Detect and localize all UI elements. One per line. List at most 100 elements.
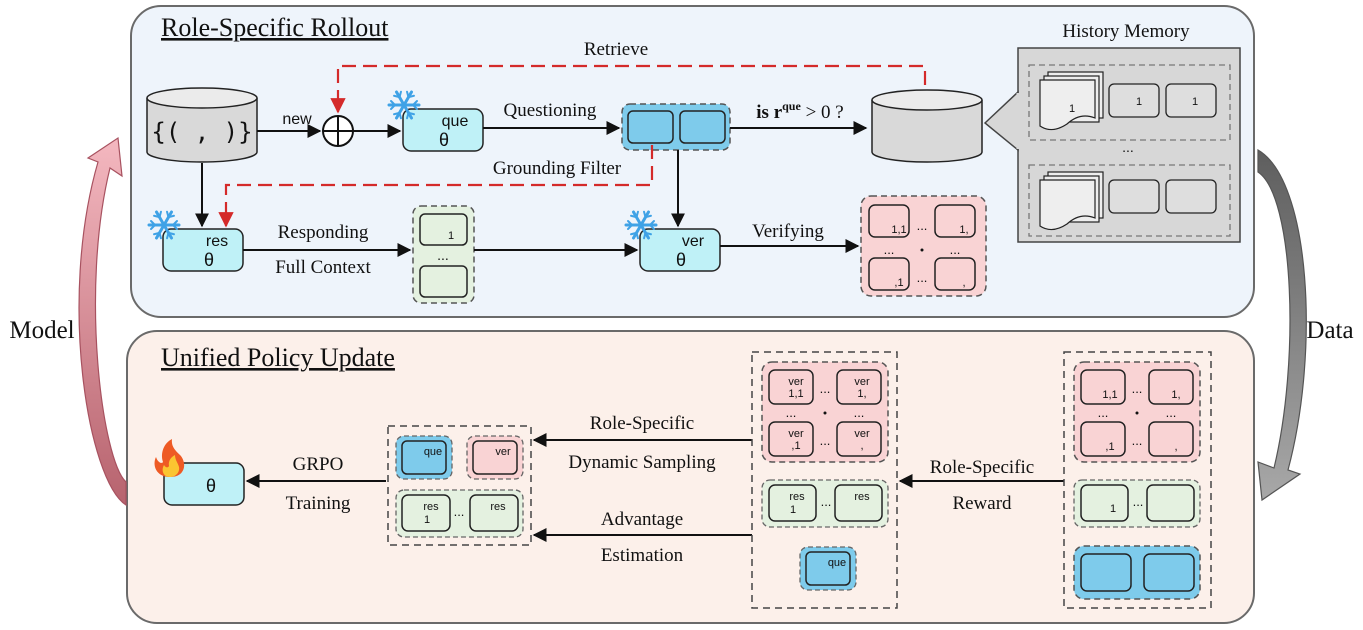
verify-cell-label: ,1 [894,277,903,289]
batch-res-role: res [490,501,506,513]
reward-ver-ellipsis: ... [1132,433,1143,448]
batch-ver-role: ver [495,446,511,458]
verify-grid-ellipsis: ... [950,242,961,257]
verify-cell-label: 1, [959,224,968,236]
full-context-label: Full Context [275,257,371,278]
policy-res-role: res [206,233,228,250]
verify-grid-ellipsis: ... [917,270,928,285]
sampled-res-ellipsis: ... [821,494,832,509]
flame-icon [154,439,185,477]
questioning-label: Questioning [504,100,597,121]
policy-que-theta: θ [439,130,449,150]
trained-policy: θ [163,462,245,506]
dataset-tuple: {( , )} [151,118,252,146]
advantage-label: Advantage [601,509,683,530]
sampled-ver-ellipsis: ... [854,405,865,420]
estimation-label: Estimation [601,545,684,566]
policy-que: que θ [402,108,484,152]
training-batch: que ver res 1 ... res [387,425,532,546]
rollout-title: Role-Specific Rollout [161,13,389,42]
verify-grid-ellipsis: ... [917,218,928,233]
policy-res-theta: θ [204,250,214,270]
sampled-ver-sub: ,1 [791,440,800,452]
frozen-snowflake-icon [624,210,658,240]
update-title: Unified Policy Update [161,343,395,372]
model-label: Model [9,317,74,344]
responses-ellipsis: ... [437,247,449,263]
batch-ellipsis: ... [454,504,465,519]
reward-ver-ellipsis: ... [1132,381,1143,396]
reward-ver-ellipsis: ... [1166,405,1177,420]
policy-res: res θ [162,228,244,272]
new-label: new [282,111,312,128]
sampled-ver-role: ver [788,428,804,440]
data-feedback-arrow [1257,148,1307,502]
sampled-ver-ellipsis: ... [786,405,797,420]
frozen-snowflake-icon [147,210,181,240]
retrieve-label: Retrieve [584,39,648,60]
verify-grid-ellipsis: ... [884,242,895,257]
verifying-label: Verifying [752,221,824,242]
sampled-res-role: res [789,491,805,503]
memory-query-sub: 1 [1136,96,1142,108]
dynamic-sampling-label: Dynamic Sampling [568,452,716,473]
grounding-filter-line [218,145,654,228]
sampled-ver-role: ver [788,376,804,388]
response-sub: 1 [448,230,454,242]
reward-ver-sub: ,1 [1105,441,1114,453]
data-label: Data [1306,317,1353,344]
reward-ver-ellipsis: ... [1098,405,1109,420]
policy-que-role: que [442,113,469,130]
sampled-ver-ellipsis: ... [820,433,831,448]
sampled-ver-role: ver [854,428,870,440]
sampled-ver-sub: 1, [857,388,866,400]
training-label: Training [286,493,351,514]
trained-policy-theta: θ [206,476,216,496]
policy-ver: ver θ [639,228,721,272]
condition-label: is rque > 0 ? [756,99,843,123]
memory-ellipsis: ... [1122,139,1134,155]
batch-res-sub: 1 [424,514,430,526]
history-memory-title: History Memory [1062,21,1190,42]
sampled-ver-sub: , [860,440,863,452]
sampled-batch: ver 1,1 ver 1, ver ,1 ver , ... ... ... … [751,351,898,609]
reward-label-2: Reward [952,493,1012,514]
reward-ver-sub: 1, [1171,389,1180,401]
policy-ver-role: ver [682,233,705,250]
grpo-label: GRPO [293,454,344,475]
responding-label: Responding [278,222,369,243]
sampled-que-role: que [828,557,846,569]
sampled-res-sub: 1 [790,504,796,516]
sampled-ver-sub: 1,1 [788,388,803,400]
reward-ver-sub: 1,1 [1102,389,1117,401]
sampled-ver-ellipsis: ... [820,381,831,396]
verify-cell-label: 1,1 [891,224,906,236]
model-feedback-arrow [78,136,127,507]
dataset-cylinder: {( , )} [146,87,258,163]
generated-queries [621,103,731,151]
role-specific-label: Role-Specific [590,413,694,434]
reward-label-1: Role-Specific [930,457,1034,478]
reward-res-ellipsis: ... [1133,494,1144,509]
verify-cell-label: , [962,277,965,289]
grounding-filter-label: Grounding Filter [493,158,622,179]
update-panel [126,330,1255,624]
reward-res-sub: 1 [1110,503,1116,515]
history-cylinder [871,89,983,163]
batch-que-role: que [424,446,442,458]
history-memory-panel: 1 1 1 ... [983,47,1241,243]
sampled-ver-role: ver [854,376,870,388]
sampled-res-role: res [854,491,870,503]
policy-ver-theta: θ [676,250,686,270]
batch-res-role: res [423,501,439,513]
retrieve-feedback-line [330,64,927,114]
frozen-snowflake-icon [387,90,421,120]
raw-rollout-batch: 1,1 1, ,1 , ... ... ... ... 1 ... [1063,351,1212,609]
memory-doc-sub: 1 [1069,103,1075,115]
generated-responses: 1 ... [412,205,475,304]
combine-plus-icon [322,115,354,147]
reward-ver-sub: , [1174,441,1177,453]
memory-query-sub: 1 [1192,96,1198,108]
verification-grid: 1,1 1, ,1 , ... ... ... ... [860,195,987,297]
